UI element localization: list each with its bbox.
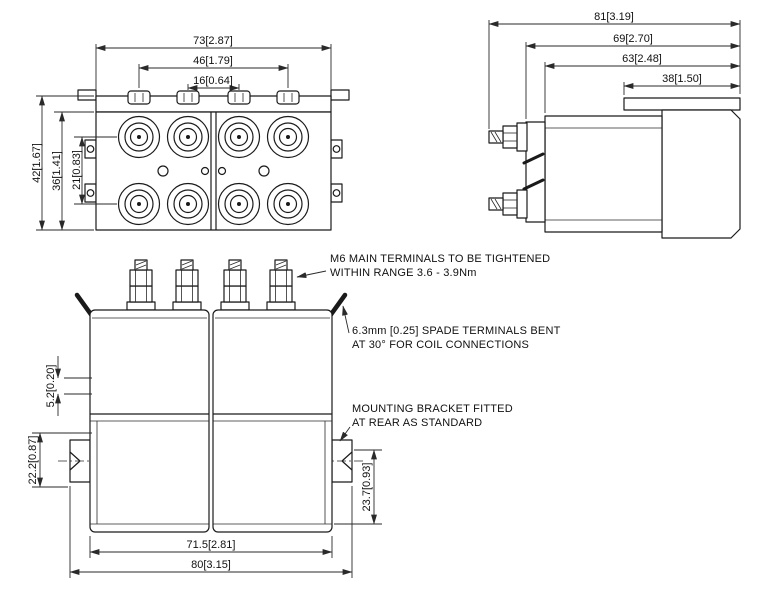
front-flange	[525, 121, 546, 223]
dim-front-overall-width: 80[3.15]	[69, 486, 353, 578]
main-terminal-stud	[220, 259, 250, 311]
dim-front-fixing-centres: 71.5[2.81]	[89, 536, 333, 558]
tab-hole	[86, 145, 95, 153]
main-terminal	[266, 182, 310, 226]
main-terminal	[266, 115, 310, 159]
dim-side-flange-length: 69[2.70]	[525, 33, 741, 119]
tab-hole	[332, 145, 341, 153]
main-terminal	[217, 182, 261, 226]
dim-front-bracket-offset: 5.2[0.20]	[45, 356, 92, 416]
dim-label: 71.5[2.81]	[187, 539, 236, 551]
dim-label: 46[1.79]	[193, 55, 233, 67]
coil-post	[200, 166, 210, 176]
dim-side-body-length: 63[2.48]	[544, 53, 741, 113]
dim-label: 38[1.50]	[662, 73, 702, 85]
dim-label: 36[1.41]	[51, 151, 63, 191]
bracket-bolt	[127, 90, 151, 105]
dim-side-overall-length: 81[3.19]	[488, 11, 741, 129]
spade-terminal-side	[522, 178, 545, 191]
main-terminal-side	[488, 189, 528, 219]
coil-post	[217, 166, 227, 176]
dim-side-bracket-length: 38[1.50]	[623, 73, 741, 95]
main-terminal	[217, 115, 261, 159]
dim-label: 69[2.70]	[613, 33, 653, 45]
dim-front-slot-to-base: 23.7[0.93]	[334, 449, 382, 525]
dim-top-overall-depth: 42[1.67]	[31, 95, 94, 231]
rear-block	[661, 109, 741, 239]
top-view	[77, 89, 350, 231]
bracket-bolt	[176, 90, 200, 105]
rear-bracket-top	[623, 97, 741, 111]
main-terminal	[117, 182, 161, 226]
main-terminal	[166, 115, 210, 159]
dim-label: 23.7[0.93]	[361, 463, 373, 512]
leader-line	[296, 270, 327, 279]
dim-label: 42[1.67]	[31, 143, 43, 183]
note-text: M6 MAIN TERMINALS TO BE TIGHTENED	[330, 253, 550, 265]
coil-post	[258, 165, 270, 177]
dim-label: 81[3.19]	[594, 11, 634, 23]
side-view	[488, 97, 741, 239]
leader-line	[339, 426, 351, 442]
bracket-ear-right	[330, 89, 350, 101]
tab-hole	[332, 189, 341, 197]
dim-top-body-depth: 36[1.41]	[51, 111, 94, 231]
main-terminal-stud	[266, 259, 296, 311]
note-spade-terminals: 6.3mm [0.25] SPADE TERMINALS BENT AT 30°…	[342, 305, 561, 351]
tab-hole	[86, 189, 95, 197]
main-terminal-stud	[126, 259, 156, 311]
main-terminal	[117, 115, 161, 159]
body-side	[544, 115, 663, 233]
note-text: WITHIN RANGE 3.6 - 3.9Nm	[330, 267, 477, 279]
bracket-ear-left	[77, 89, 97, 101]
main-terminal-stud	[172, 259, 202, 311]
note-mounting-bracket: MOUNTING BRACKET FITTED AT REAR AS STAND…	[339, 403, 513, 442]
front-view	[58, 259, 364, 533]
dim-label: 16[0.64]	[193, 75, 233, 87]
dim-top-inner-terminals: 16[0.64]	[187, 75, 240, 91]
dim-label: 22.2[0.87]	[27, 436, 39, 485]
note-text: MOUNTING BRACKET FITTED	[352, 403, 513, 415]
dim-top-overall-width: 73[2.87]	[95, 35, 332, 90]
note-text: AT REAR AS STANDARD	[352, 417, 482, 429]
dim-label: 80[3.15]	[191, 559, 231, 571]
coil-post	[157, 165, 169, 177]
dim-front-bracket-drop: 22.2[0.87]	[27, 432, 92, 488]
dim-label: 5.2[0.20]	[45, 365, 57, 408]
dim-label: 63[2.48]	[622, 53, 662, 65]
leader-line	[342, 305, 350, 334]
bracket-bolt	[227, 90, 251, 105]
main-terminal	[166, 182, 210, 226]
dim-top-row-spacing: 21[0.83]	[71, 136, 117, 205]
dim-top-outer-terminals: 46[1.79]	[138, 55, 289, 88]
bracket-bolt	[276, 90, 300, 105]
dim-label: 73[2.87]	[193, 35, 233, 47]
main-terminal-side	[488, 122, 528, 152]
dim-label: 21[0.83]	[71, 150, 83, 190]
note-text: AT 30° FOR COIL CONNECTIONS	[352, 339, 529, 351]
note-text: 6.3mm [0.25] SPADE TERMINALS BENT	[352, 325, 561, 337]
spade-terminal-side	[522, 152, 545, 165]
note-main-terminals: M6 MAIN TERMINALS TO BE TIGHTENED WITHIN…	[296, 253, 550, 279]
